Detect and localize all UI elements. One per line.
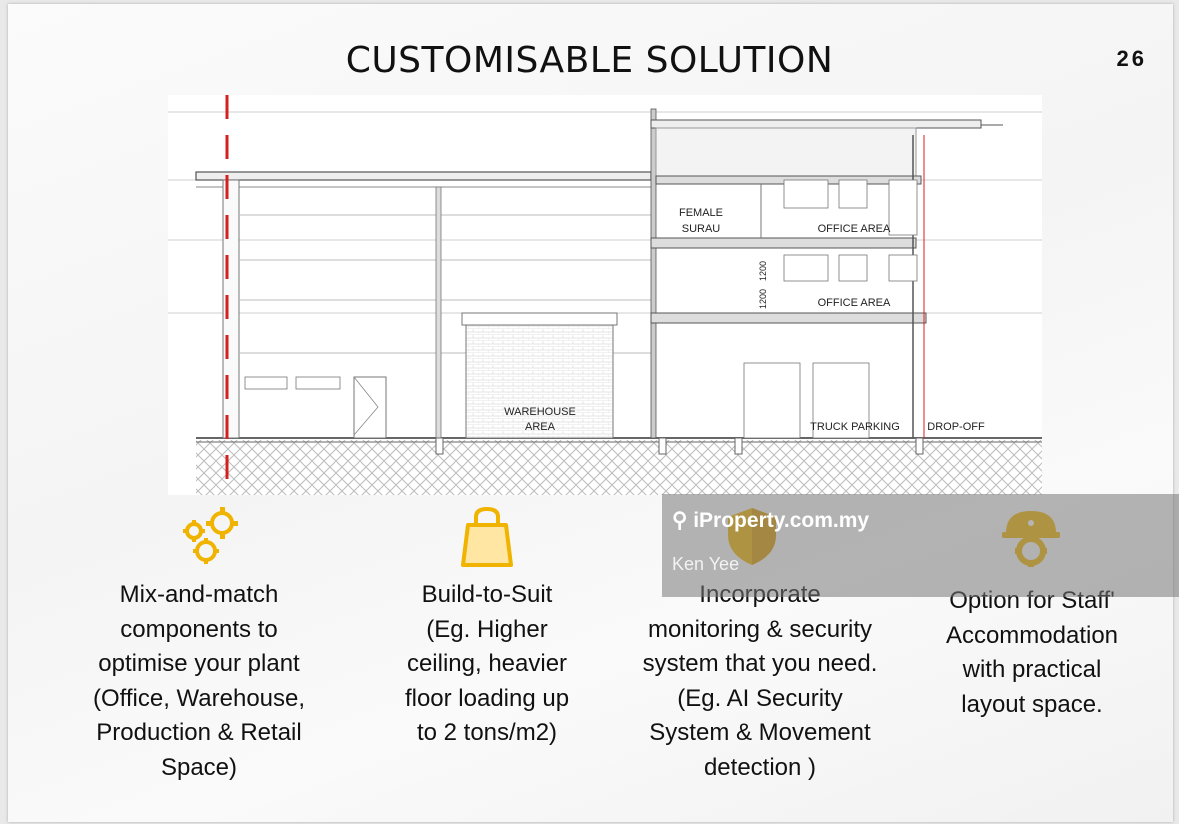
building-section-drawing: FEMALE SURAU OFFICE AREA OFFICE AREA 120… bbox=[168, 95, 1042, 495]
feature-line: Production & Retail bbox=[96, 719, 302, 746]
label-warehouse-area: AREA bbox=[525, 421, 556, 433]
feature-line: optimise your plant bbox=[98, 650, 300, 677]
feature-line: Mix-and-match bbox=[119, 581, 279, 608]
watermark-agent-name: Ken Yee bbox=[672, 554, 740, 574]
feature-build-to-suit: Build-to-Suit (Eg. Higher ceiling, heavi… bbox=[362, 578, 612, 751]
watermark-logo-text: iProperty.com.my bbox=[693, 509, 870, 532]
feature-security: Incorporate monitoring & security system… bbox=[635, 578, 885, 785]
feature-line: monitoring & security bbox=[647, 615, 873, 643]
section-svg: FEMALE SURAU OFFICE AREA OFFICE AREA 120… bbox=[168, 95, 1042, 495]
label-warehouse: WAREHOUSE bbox=[504, 406, 576, 418]
feature-line: system that you need. bbox=[642, 650, 878, 677]
gears-icon bbox=[183, 507, 238, 564]
dim-lower: 1200 bbox=[758, 289, 768, 309]
label-female: FEMALE bbox=[679, 207, 723, 219]
page-title: CUSTOMISABLE SOLUTION bbox=[345, 40, 834, 81]
feature-line: Space) bbox=[160, 753, 238, 781]
feature-line: with practical bbox=[962, 656, 1102, 683]
feature-line: (Eg. Higher bbox=[426, 615, 548, 643]
label-surau: SURAU bbox=[682, 223, 721, 235]
feature-line: to 2 tons/m2) bbox=[416, 719, 558, 746]
feature-line: components to bbox=[120, 615, 278, 643]
watermark-overlay: ⚲ iProperty.com.my Ken Yee bbox=[662, 494, 1179, 597]
location-pin-icon: ⚲ bbox=[672, 509, 694, 532]
feature-line: System & Movement bbox=[649, 719, 871, 746]
feature-line: detection ) bbox=[703, 753, 817, 781]
label-truck-parking: TRUCK PARKING bbox=[810, 421, 900, 433]
feature-staff-accommodation: Option for Staff' Accommodation with pra… bbox=[907, 584, 1157, 722]
feature-line: (Eg. AI Security bbox=[677, 684, 843, 712]
dim-upper: 1200 bbox=[758, 261, 768, 281]
feature-line: ceiling, heavier bbox=[406, 650, 568, 677]
feature-line: layout space. bbox=[961, 690, 1103, 718]
feature-line: Build-to-Suit bbox=[421, 581, 553, 608]
feature-line: floor loading up bbox=[404, 684, 570, 712]
feature-line: (Office, Warehouse, bbox=[92, 684, 306, 712]
feature-mix-and-match: Mix-and-match components to optimise you… bbox=[74, 578, 324, 785]
label-office-upper: OFFICE AREA bbox=[818, 223, 891, 235]
ground-hatch bbox=[196, 440, 1042, 495]
bag-icon bbox=[461, 506, 513, 567]
label-drop-off: DROP-OFF bbox=[927, 421, 985, 433]
feature-line: Accommodation bbox=[945, 621, 1119, 649]
label-office-lower: OFFICE AREA bbox=[818, 297, 891, 309]
watermark-logo: ⚲ iProperty.com.my bbox=[672, 508, 869, 533]
page-number: 26 bbox=[1116, 46, 1147, 71]
